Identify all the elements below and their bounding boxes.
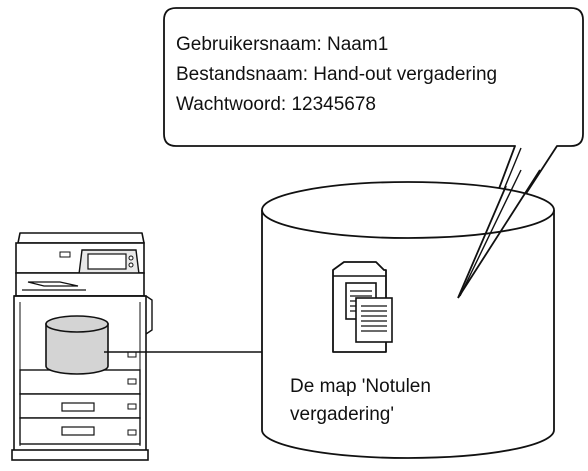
- folder-caption-line1: De map 'Notulen: [290, 376, 431, 397]
- callout-file-name: Bestandsnaam: Hand-out vergadering: [176, 64, 498, 85]
- callout-user-name: Gebruikersnaam: Naam1: [176, 34, 389, 55]
- storage-cylinder-small: [45, 315, 109, 375]
- folder-with-documents-icon: [332, 261, 393, 353]
- callout-text: Gebruikersnaam: Naam1 Bestandsnaam: Hand…: [176, 30, 497, 120]
- callout-password: Wachtwoord: 12345678: [176, 94, 376, 115]
- folder-caption-line2: vergadering': [290, 404, 394, 425]
- folder-caption: De map 'Notulen vergadering': [290, 373, 431, 429]
